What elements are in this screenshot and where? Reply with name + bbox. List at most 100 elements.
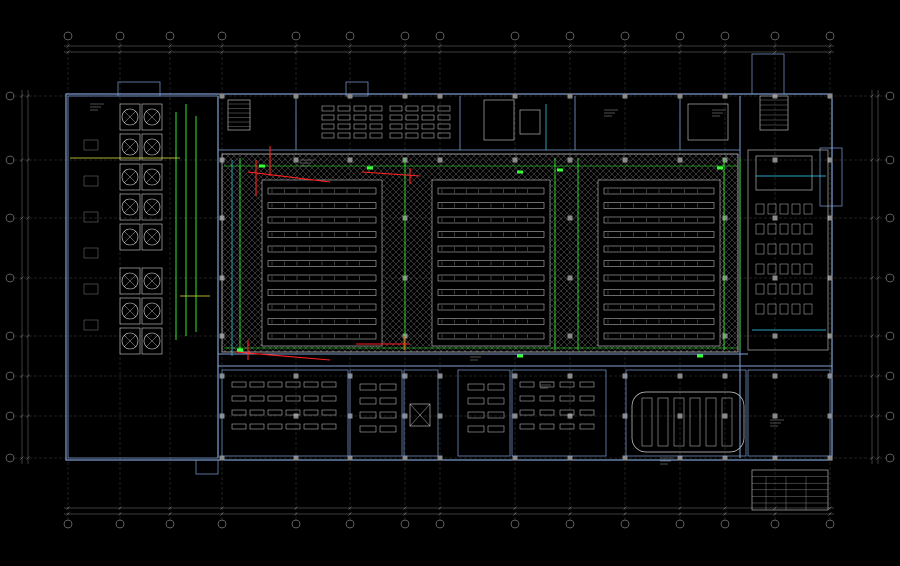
lower-room	[403, 369, 439, 457]
rack-unit	[767, 263, 777, 275]
shelf-unit	[559, 395, 575, 402]
fan-unit-housing	[141, 163, 163, 191]
annex-box	[195, 459, 219, 475]
dimension-tick	[26, 456, 30, 460]
row-bubble-right	[885, 273, 895, 283]
shelf-unit	[467, 425, 485, 433]
equipment-row	[437, 216, 545, 224]
cabinet-unit	[321, 114, 335, 121]
structural-column	[567, 455, 573, 461]
structural-column	[437, 93, 443, 99]
dimension-tick	[870, 456, 874, 460]
dimension-tick	[623, 512, 627, 516]
equipment-row	[437, 274, 545, 282]
shelf-unit	[519, 423, 535, 430]
cabinet-unit	[405, 105, 419, 112]
right-equipment-room	[747, 149, 829, 351]
column-bubble-top	[115, 31, 125, 41]
fan-blade-icon	[123, 274, 137, 288]
annex-box	[117, 81, 161, 97]
dimension-tick	[623, 506, 627, 510]
valve-marker	[697, 354, 703, 358]
shelf-unit	[249, 409, 265, 416]
column-bubble-bottom	[770, 519, 780, 529]
fan-blade-icon	[143, 138, 161, 156]
shelf-unit	[321, 395, 337, 402]
structural-column	[772, 275, 778, 281]
cabinet-unit	[389, 132, 403, 139]
dimension-tick	[723, 44, 727, 48]
shelf-unit	[379, 411, 397, 419]
equipment-row	[437, 332, 545, 340]
shelf-unit	[249, 395, 265, 402]
cabinet-unit	[337, 123, 351, 130]
rack-unit	[755, 223, 765, 235]
dimension-tick	[438, 506, 442, 510]
dimension-tick	[568, 512, 572, 516]
column-bubble-bottom	[620, 519, 630, 529]
structural-column	[677, 93, 683, 99]
fan-blade-icon	[121, 228, 139, 246]
structural-column	[722, 455, 728, 461]
shelf-unit	[559, 381, 575, 388]
structural-column	[293, 93, 299, 99]
dimension-tick	[294, 44, 298, 48]
equipment-row	[437, 260, 545, 267]
fan-blade-icon	[123, 110, 137, 124]
shelf-unit	[267, 423, 283, 430]
dimension-tick	[678, 512, 682, 516]
valve-marker	[259, 164, 265, 168]
column-bubble-bottom	[345, 519, 355, 529]
red-pipe	[247, 171, 331, 183]
shelf-unit	[359, 425, 377, 433]
fan-unit-housing	[119, 297, 141, 325]
cabinet-unit	[389, 105, 403, 112]
rack-unit	[755, 243, 765, 255]
dimension-tick	[723, 512, 727, 516]
column-bubble-top	[217, 31, 227, 41]
rack-unit	[779, 203, 789, 215]
rack-unit	[779, 223, 789, 235]
storage-tank	[705, 397, 717, 447]
row-bubble-right	[885, 453, 895, 463]
fan-blade-icon	[145, 304, 159, 318]
structural-column	[677, 373, 683, 379]
shelf-unit	[285, 395, 301, 402]
cabinet-unit	[437, 105, 451, 112]
structural-column	[512, 93, 518, 99]
dimension-tick	[513, 44, 517, 48]
dimension-tick	[876, 334, 880, 338]
structural-column	[677, 413, 683, 419]
row-bubble-left	[5, 213, 15, 223]
column-bubble-top	[770, 31, 780, 41]
rack-unit	[791, 283, 801, 295]
elevator-cross	[409, 403, 431, 427]
fan-blade-icon	[145, 200, 159, 214]
structural-column	[437, 413, 443, 419]
dimension-tick	[118, 506, 122, 510]
cabinet-unit	[353, 132, 367, 139]
fan-blade-icon	[121, 332, 139, 350]
dimension-tick	[438, 44, 442, 48]
equipment-row	[437, 231, 545, 238]
equipment-row	[267, 318, 377, 325]
fan-unit-housing	[119, 193, 141, 221]
equipment-row	[267, 303, 377, 311]
column-bubble-bottom	[115, 519, 125, 529]
dimension-tick	[66, 44, 70, 48]
structural-column	[772, 157, 778, 163]
control-cabinet	[755, 155, 813, 191]
dimension-tick	[403, 506, 407, 510]
lower-room	[625, 369, 747, 457]
hatched-zone-layer	[221, 153, 739, 353]
dimension-tick	[220, 512, 224, 516]
dimension-tick	[403, 44, 407, 48]
equipment-row	[603, 231, 715, 238]
dimension-tick	[568, 44, 572, 48]
row-bubble-left	[5, 371, 15, 381]
cabinet-unit	[353, 114, 367, 121]
equipment-row	[437, 289, 545, 296]
equipment-row	[603, 202, 715, 209]
structural-column	[402, 373, 408, 379]
